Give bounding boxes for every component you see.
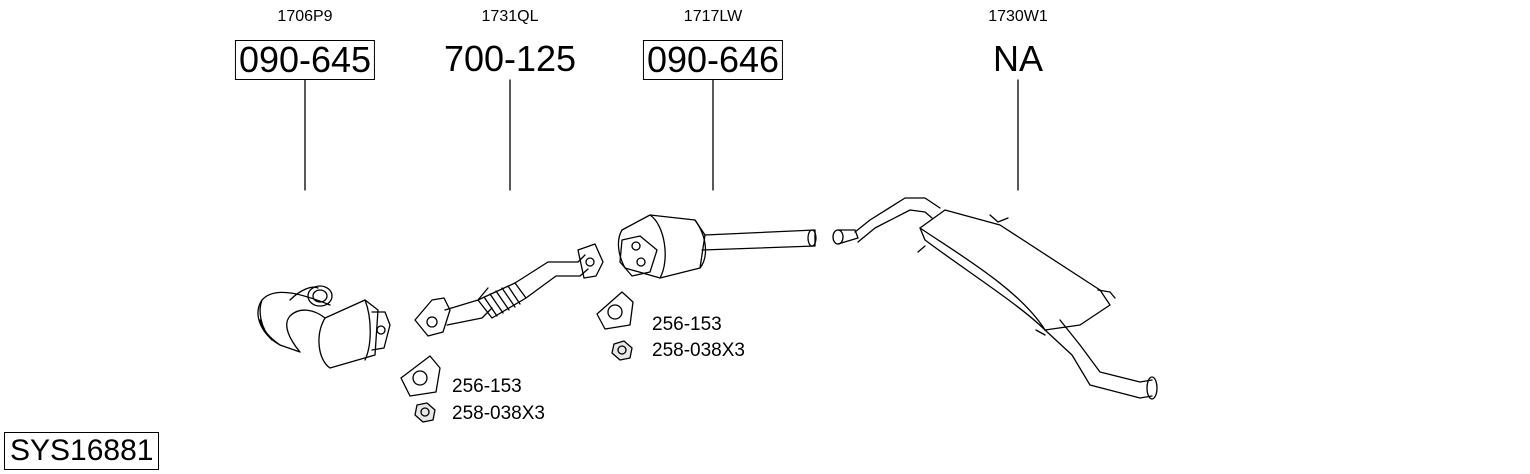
gasket-part-number[interactable]: 256-153 bbox=[652, 314, 722, 335]
part-number-boxed[interactable]: 090-645 bbox=[234, 40, 376, 80]
nut-icon bbox=[414, 402, 436, 423]
nut-part-number[interactable]: 258-038X3 bbox=[452, 403, 545, 424]
part-number[interactable]: NA bbox=[992, 38, 1044, 79]
gasket-icon bbox=[400, 355, 441, 397]
oe-number: 1730W1 bbox=[988, 8, 1048, 25]
part-number[interactable]: 700-125 bbox=[443, 38, 577, 79]
nut-part-number[interactable]: 258-038X3 bbox=[652, 340, 745, 361]
gasket-part-number[interactable]: 256-153 bbox=[452, 376, 522, 397]
rear-silencer-part-4 bbox=[832, 197, 1158, 400]
part-number-boxed[interactable]: 090-646 bbox=[642, 40, 784, 80]
front-pipe-part-2 bbox=[414, 243, 604, 337]
oe-number: 1731QL bbox=[481, 8, 539, 25]
oe-number: 1717LW bbox=[683, 8, 743, 25]
nut-icon bbox=[611, 340, 633, 361]
system-id-label: SYS16881 bbox=[4, 432, 160, 470]
center-catalyst-part-3 bbox=[617, 214, 817, 279]
oe-number: 1706P9 bbox=[277, 8, 333, 25]
catalytic-converter-part-1 bbox=[257, 285, 391, 369]
gasket-icon bbox=[596, 291, 634, 330]
